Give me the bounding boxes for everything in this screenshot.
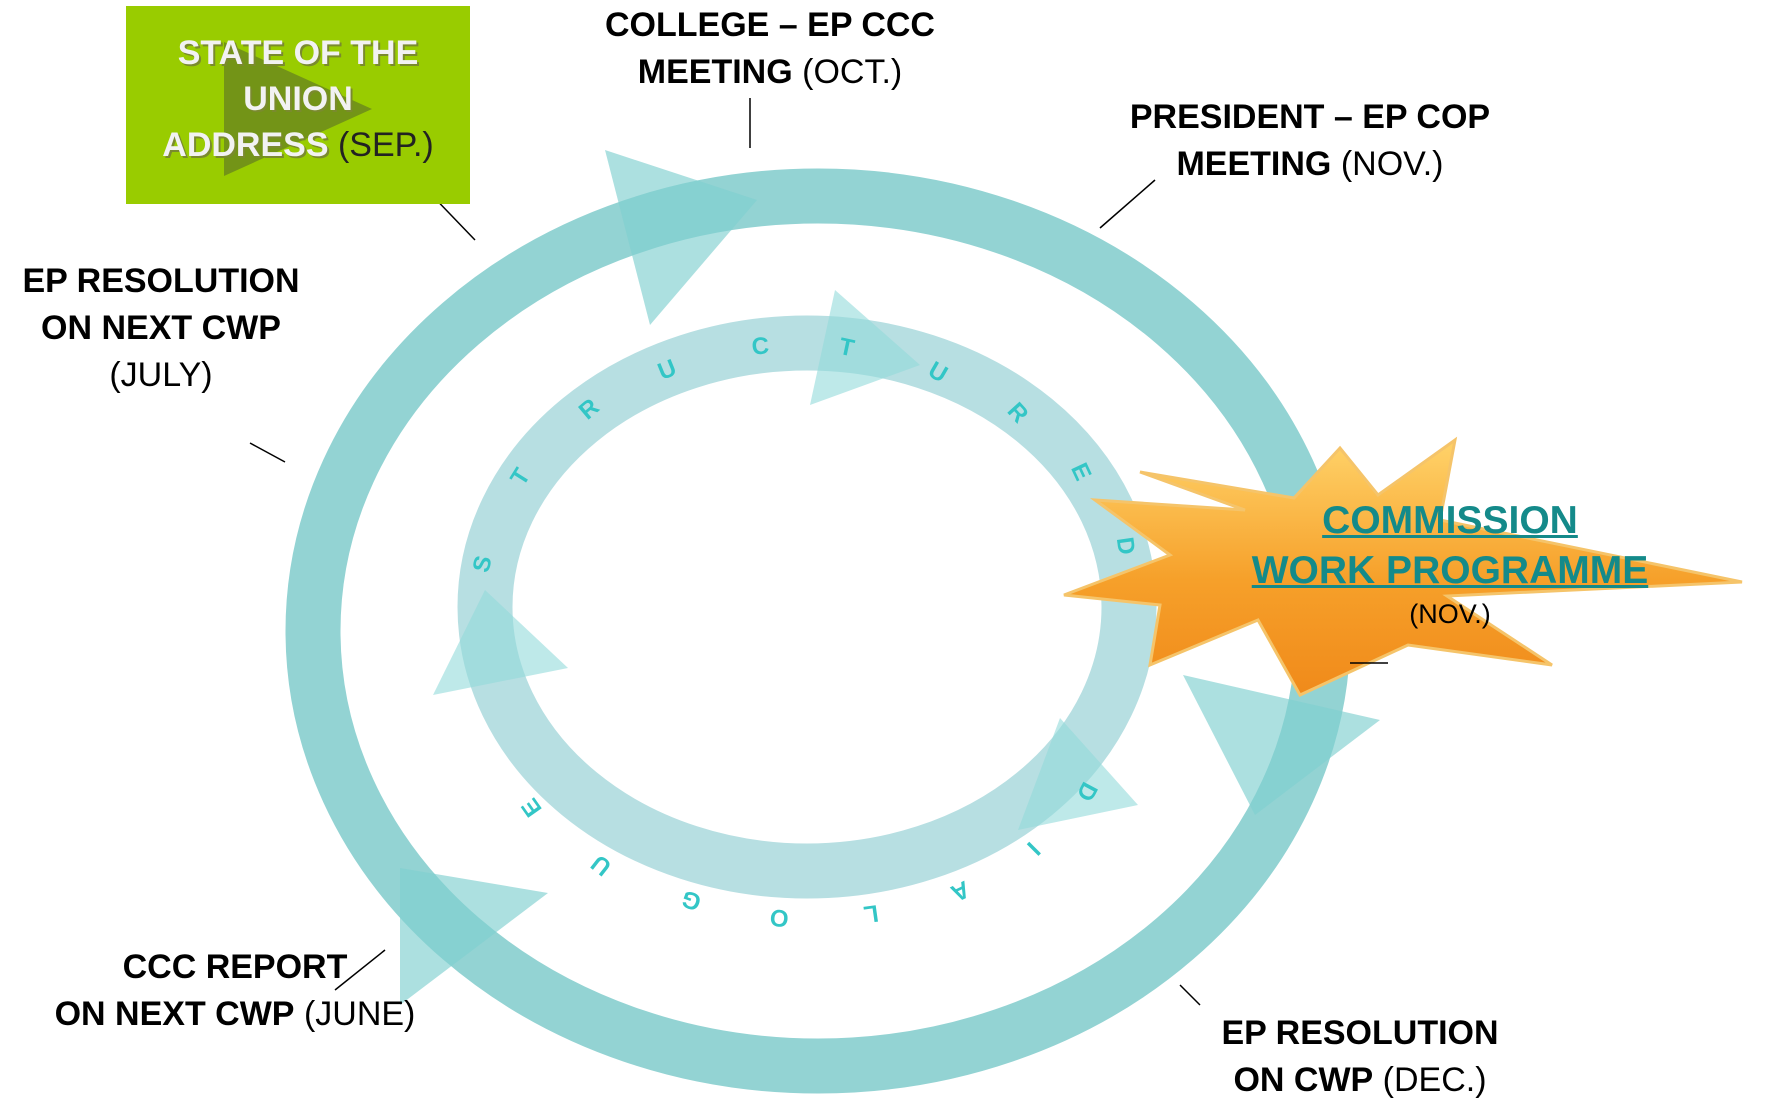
dialogue-letter: A — [947, 875, 974, 907]
dialogue-letter: I — [1021, 836, 1045, 860]
dec-leader-line — [1179, 984, 1201, 1006]
state-of-union-box — [126, 6, 470, 204]
ep-cwp-line-2: ON CWP — [1233, 1061, 1374, 1099]
ccc-line-2: ON NEXT CWP — [54, 995, 295, 1033]
president-leader-line — [1099, 179, 1156, 229]
star-burst — [1063, 436, 1743, 697]
president-date: (NOV.) — [1340, 145, 1444, 183]
dialogue-letter: U — [586, 849, 616, 881]
cwp-date: (NOV.) — [1409, 599, 1491, 629]
college-line-1: COLLEGE – EP CCC — [605, 6, 935, 44]
president-meeting-label: PRESIDENT – EP COP MEETING (NOV.) — [1080, 94, 1540, 188]
outer-arrow-bottom-left — [400, 868, 548, 1005]
dialogue-letter: D — [1111, 535, 1140, 556]
inner-arrow-left — [433, 590, 568, 695]
ep-next-line-1: EP RESOLUTION — [22, 262, 300, 300]
ep-resolution-next-label: EP RESOLUTION ON NEXT CWP (JULY) — [0, 258, 322, 399]
sotu-date: (SEP.) — [337, 126, 434, 164]
july-leader-line — [249, 442, 286, 463]
dialogue-letter: G — [678, 884, 705, 916]
sotu-line-3-text: ADDRESS — [162, 126, 329, 164]
inner-arrow-right — [1018, 718, 1138, 830]
president-line-1: PRESIDENT – EP COP — [1129, 98, 1491, 136]
inner-arrow-top — [810, 290, 920, 405]
college-line-2: MEETING — [637, 53, 793, 91]
ccc-line-1: CCC REPORT — [122, 948, 348, 986]
ep-next-line-2: ON NEXT CWP — [41, 309, 281, 347]
june-leader-line — [334, 949, 386, 991]
sotu-line-3: ADDRESS (SEP.) — [126, 122, 470, 168]
outer-arrow-right — [1183, 675, 1380, 815]
cwp-title-line-1: COMMISSION — [1322, 499, 1578, 542]
college-date: (OCT.) — [802, 53, 903, 91]
dialogue-letter: L — [862, 899, 880, 928]
president-line-2: MEETING — [1176, 145, 1332, 183]
dialogue-letter: C — [751, 332, 771, 360]
ep-cwp-date: (DEC.) — [1382, 1061, 1487, 1099]
dialogue-letter: S — [468, 553, 498, 575]
ep-resolution-cwp-label: EP RESOLUTION ON CWP (DEC.) — [1195, 1010, 1525, 1104]
ep-next-date: (JULY) — [109, 356, 213, 394]
dialogue-letter: O — [769, 903, 790, 932]
ccc-report-label: CCC REPORT ON NEXT CWP (JUNE) — [30, 944, 440, 1038]
commission-work-programme-label: COMMISSION WORK PROGRAMME (NOV.) — [1200, 496, 1700, 632]
sotu-line-2: UNION — [243, 80, 353, 118]
state-of-union-label: STATE OF THE UNION ADDRESS (SEP.) — [126, 30, 470, 168]
ccc-date: (JUNE) — [303, 995, 416, 1033]
college-meeting-label: COLLEGE – EP CCC MEETING (OCT.) — [560, 2, 980, 96]
cwp-title-line-2: WORK PROGRAMME — [1251, 549, 1649, 592]
dialogue-letter: T — [837, 333, 857, 363]
play-arrow-icon — [224, 42, 372, 176]
ep-cwp-line-1: EP RESOLUTION — [1221, 1014, 1499, 1052]
outer-arrow-top — [605, 150, 757, 325]
sotu-line-1: STATE OF THE — [177, 34, 419, 72]
